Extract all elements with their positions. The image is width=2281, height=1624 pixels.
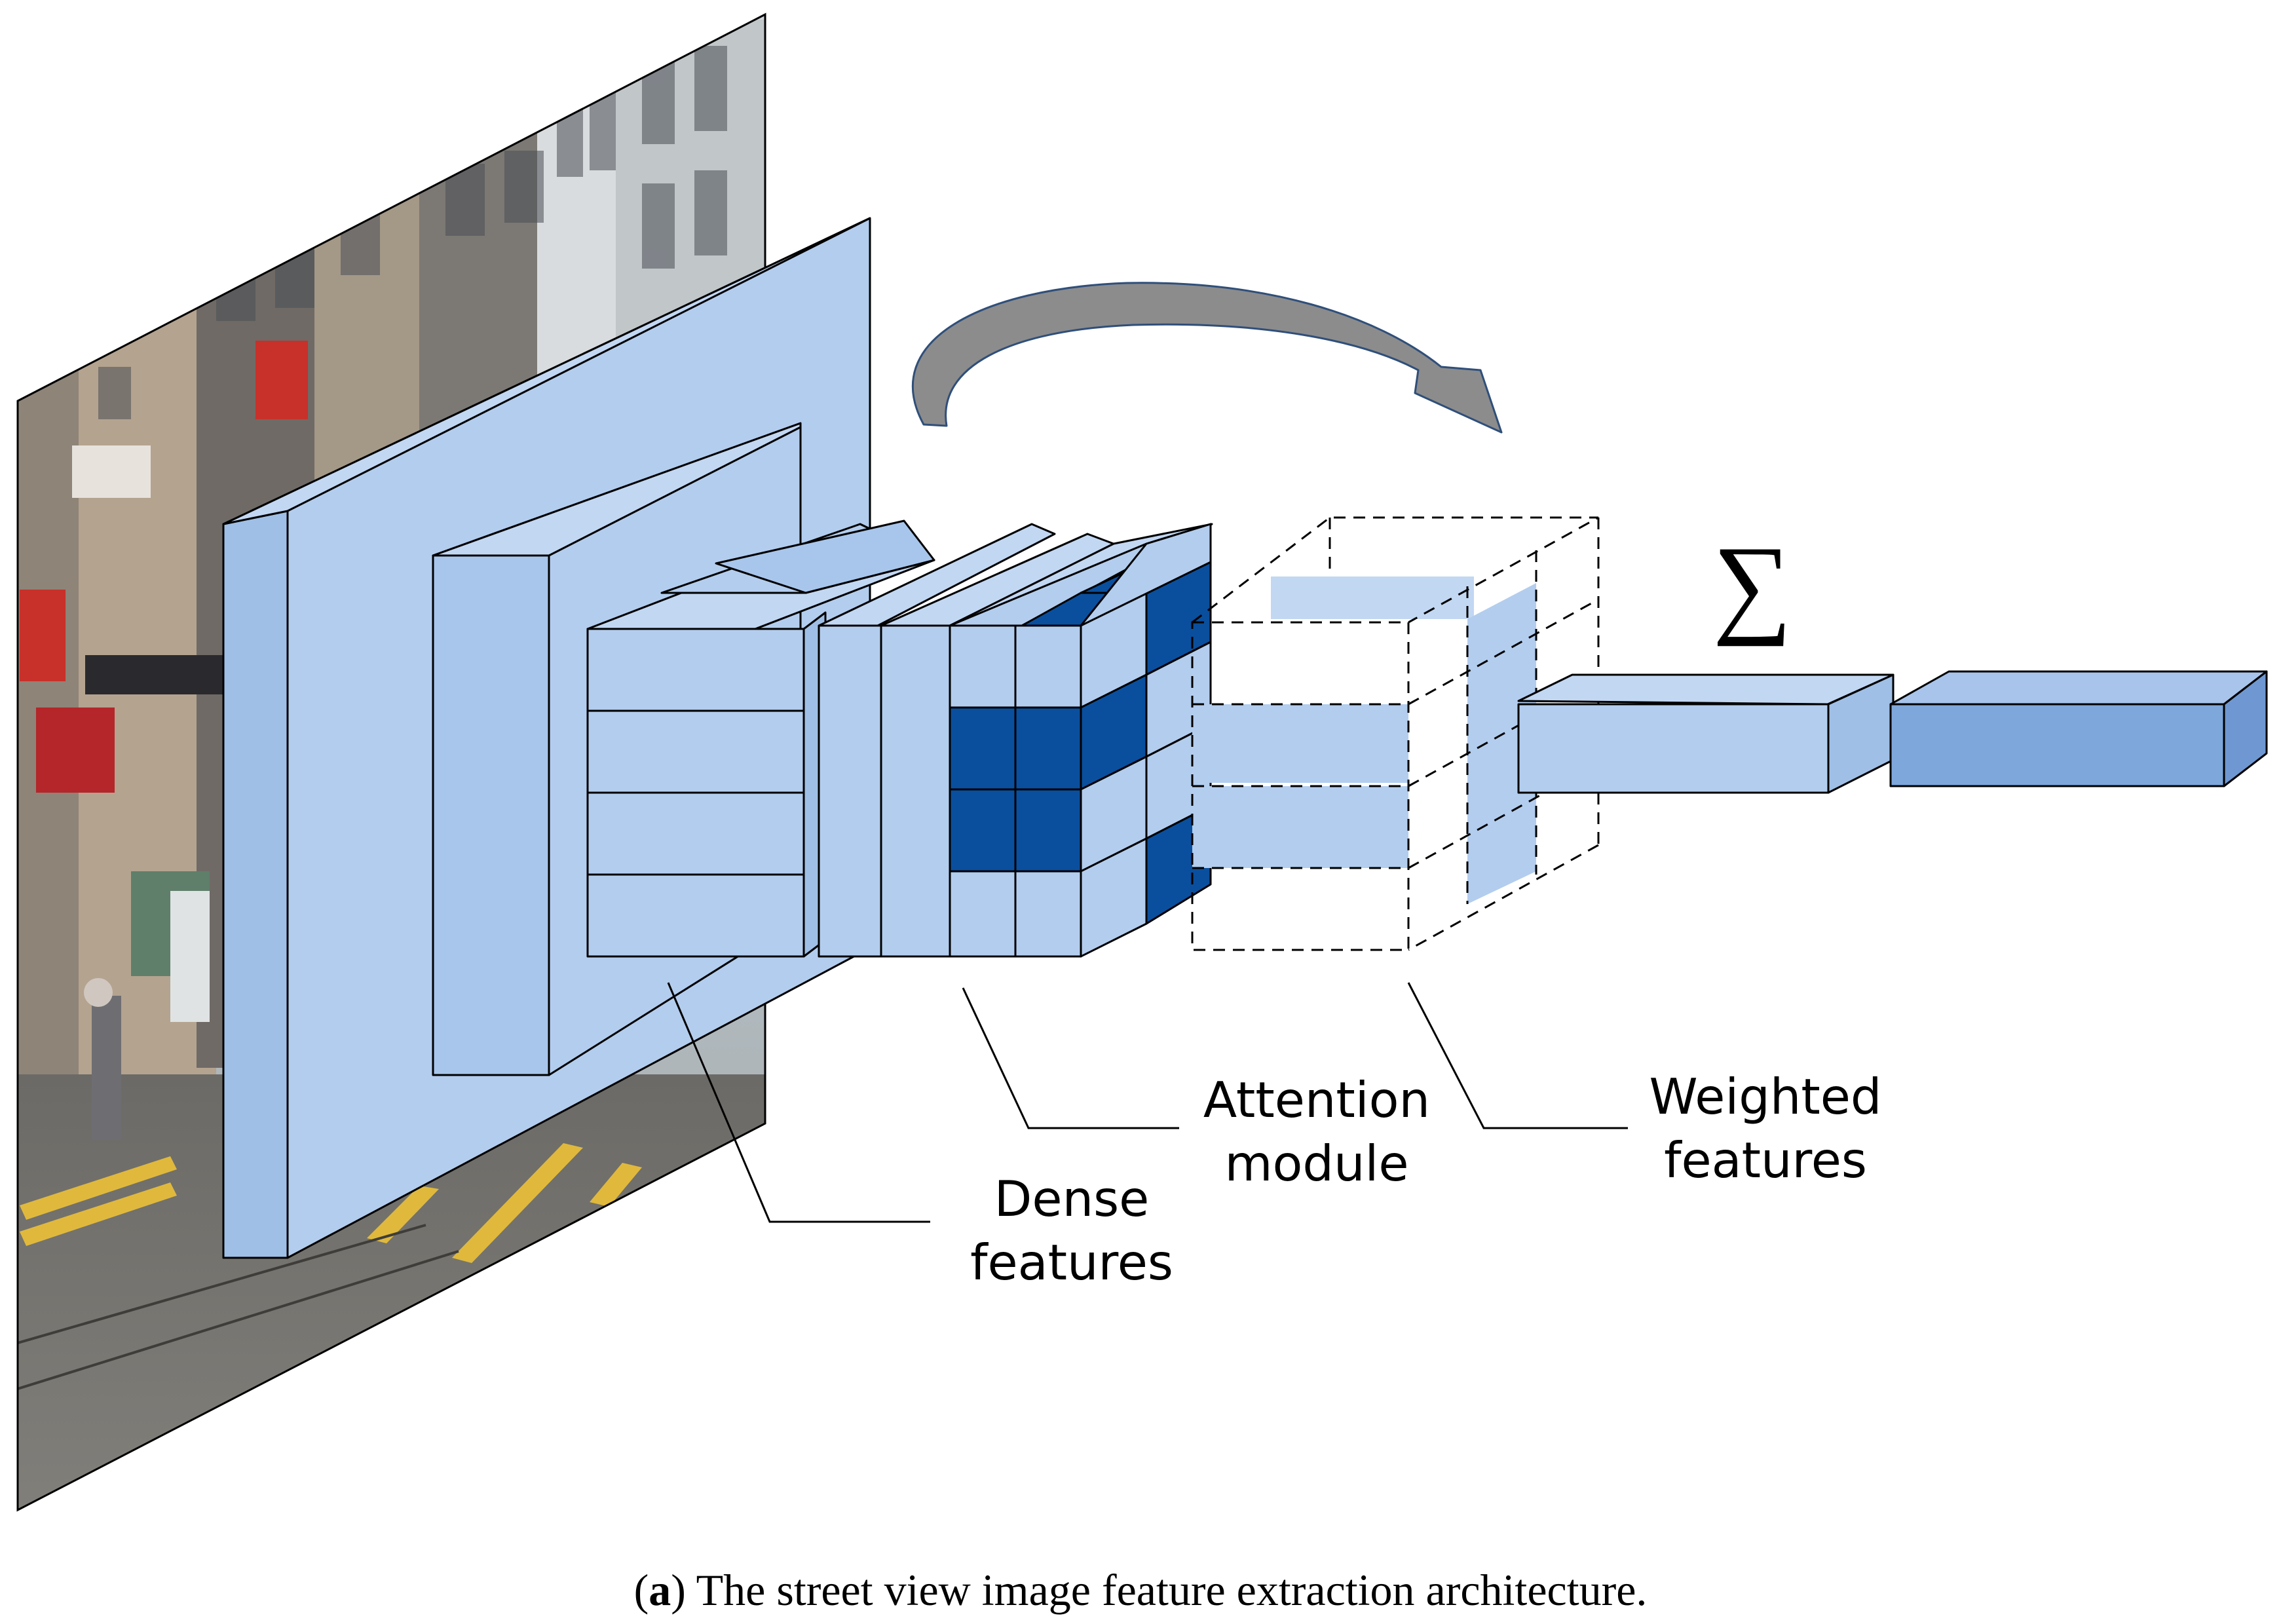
figure-caption: (a) The street view image feature extrac…: [634, 1565, 1648, 1615]
pooled-feature-vector: [1517, 673, 1895, 794]
leader-lines: [667, 982, 1628, 1223]
svg-text:(a) The street view image feat: (a) The street view image feature extrac…: [634, 1565, 1648, 1615]
curved-arrow-icon: [911, 282, 1503, 434]
svg-text:features: features: [970, 1234, 1173, 1291]
leader-line-attention: [962, 987, 1179, 1129]
attention-cube: [949, 523, 1212, 958]
svg-text:Weighted: Weighted: [1649, 1068, 1881, 1125]
leader-line-weighted: [1407, 982, 1628, 1129]
svg-text:features: features: [1664, 1131, 1867, 1189]
svg-text:Dense: Dense: [994, 1170, 1150, 1228]
label-attention-module: Attention module: [1203, 1071, 1430, 1192]
summation-icon: ∑: [1712, 523, 1792, 647]
svg-text:Attention: Attention: [1203, 1071, 1430, 1129]
label-weighted-features: Weighted features: [1649, 1068, 1881, 1189]
dense-features-stack: [586, 519, 1213, 958]
label-dense-features: Dense features: [970, 1170, 1173, 1291]
svg-text:∑: ∑: [1712, 523, 1792, 647]
weighted-features-cube: [1191, 516, 1600, 951]
svg-text:module: module: [1224, 1135, 1408, 1192]
output-vector: [1889, 670, 2268, 787]
leader-line-dense: [667, 982, 930, 1223]
